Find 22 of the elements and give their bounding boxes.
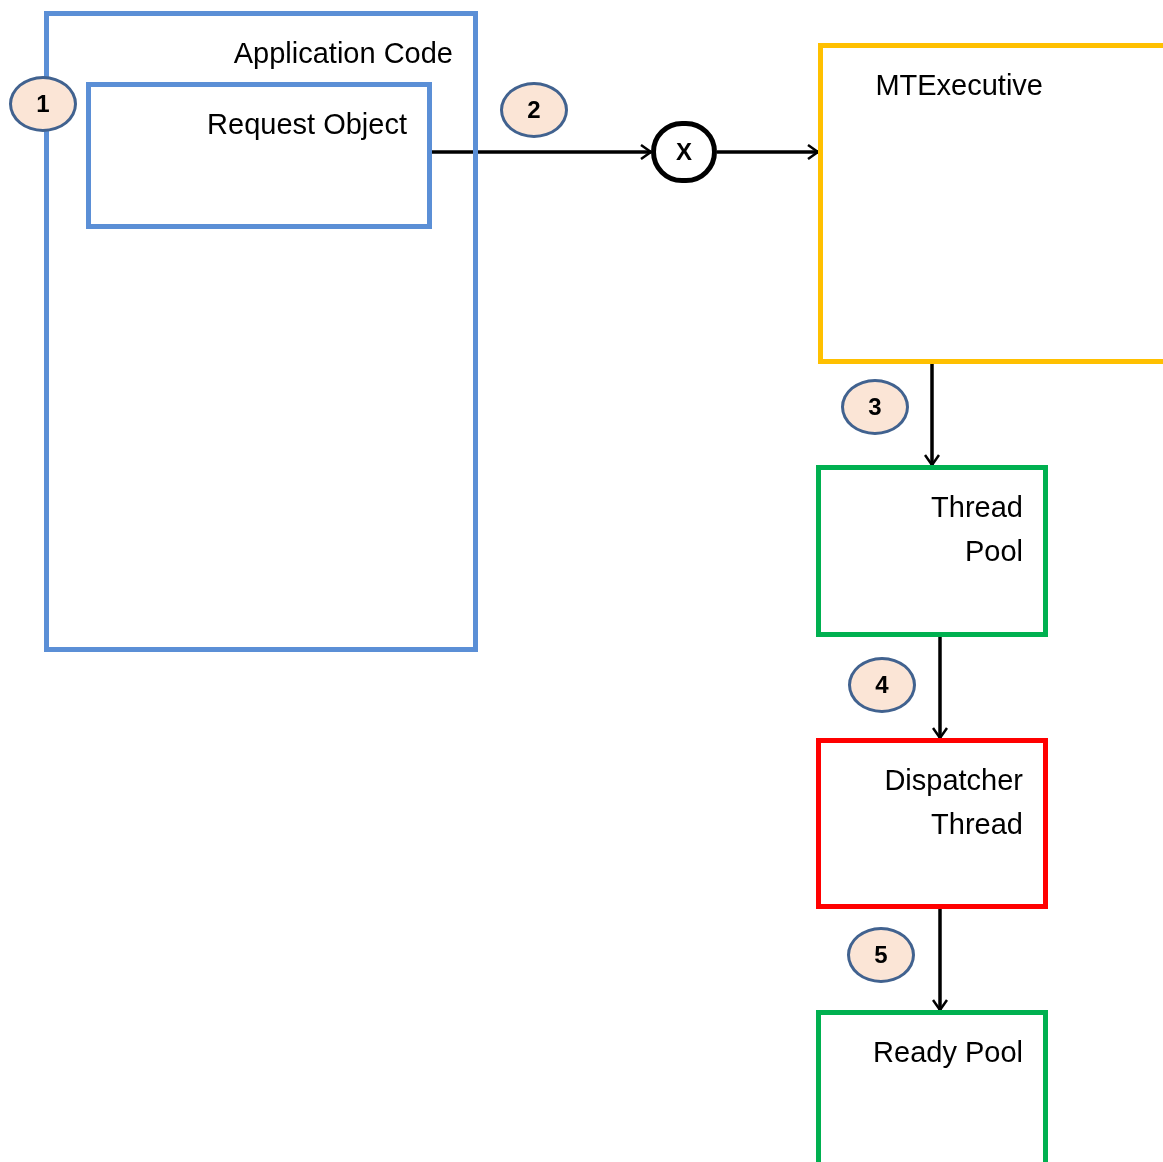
container-box [816, 465, 1048, 637]
arrow [432, 143, 653, 161]
box-title: MTExecutive [875, 68, 1043, 103]
arrow [923, 364, 941, 467]
callout-number: 3 [841, 379, 909, 435]
box-title: Ready Pool [873, 1035, 1023, 1070]
callout-number: 4 [848, 657, 916, 713]
container-box [86, 82, 432, 229]
arrow [931, 909, 949, 1012]
arrow [717, 143, 820, 161]
callout-number: 2 [500, 82, 568, 138]
box-title: Thread Pool [930, 490, 1023, 569]
callout-number: 1 [9, 76, 77, 132]
junction-label: X [676, 140, 692, 164]
box-title: Request Object [207, 107, 407, 142]
container-box [816, 738, 1048, 909]
arrow [931, 637, 949, 740]
box-title: Dispatcher Thread [883, 763, 1023, 842]
container-box [816, 1010, 1048, 1162]
callout-number: 5 [847, 927, 915, 983]
box-title: Application Code [233, 36, 453, 71]
container-box [818, 43, 1163, 364]
